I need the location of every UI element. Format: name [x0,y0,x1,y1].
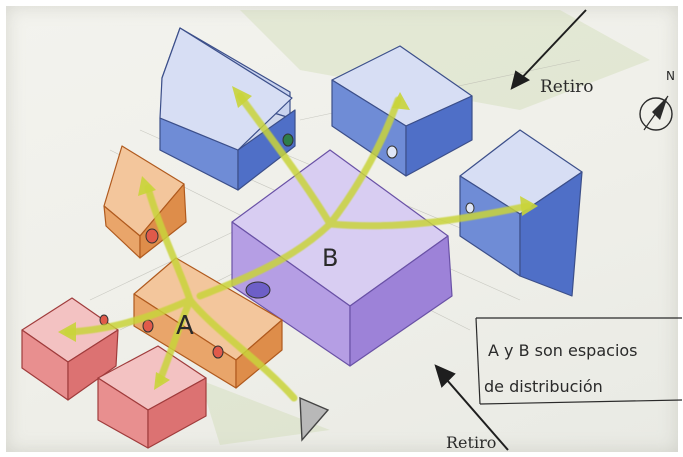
wind-label-top: Retiro [540,77,594,97]
north-label: N [666,69,675,83]
space-a-label: A [176,311,194,341]
wind-label-bottom: Retiro [446,433,496,452]
volume-blue-top-left [160,28,295,190]
triangle-marker-icon [300,398,328,440]
note-line-2: de distribución [484,377,603,396]
compass-icon [640,96,672,130]
volume-orange-upper [104,146,186,258]
note-line-1: A y B son espacios [488,341,638,360]
space-b-label: B [322,244,338,272]
